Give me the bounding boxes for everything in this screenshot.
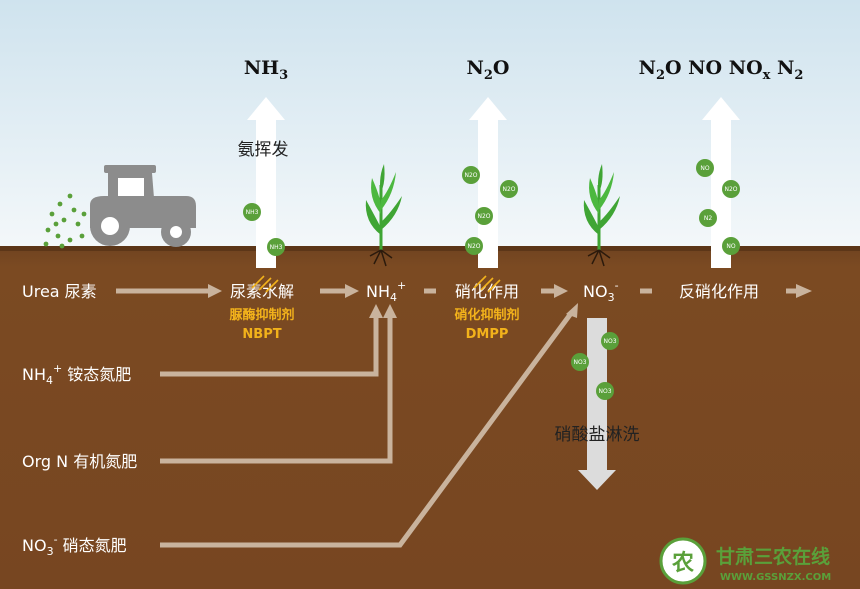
volatilization-label: 氨挥发 [238,140,289,160]
nitrification-inhibitor-cn: 硝化抑制剂 [454,307,519,323]
denit-gas-title: N2O NO NOx N2 [639,57,804,83]
svg-text:NO3: NO3 [603,338,616,345]
inhibitor-slash-marks [251,275,501,293]
svg-text:N2O: N2O [464,172,477,179]
svg-text:N2O: N2O [477,213,490,220]
organic-fertilizer-line [160,316,393,464]
bubble-n2o-1: N2O [462,166,480,184]
urea-label: Urea 尿素 [22,282,97,301]
bubble-no: NO [696,159,714,177]
nh3-up-arrow [247,97,285,268]
hydrolysis-label: 尿素水解 [230,282,294,301]
bubble-n2o-2: N2O [500,180,518,198]
urease-inhibitor-cn: 脲酶抑制剂 [229,307,294,323]
bubble-nox: NO [722,237,740,255]
plant-icon-1 [365,164,402,267]
soil-surface-line [0,246,860,251]
n2o-up-arrow [469,97,507,268]
watermark-name: 甘肃三农在线 [716,545,830,568]
svg-text:NO: NO [700,165,709,172]
leaching-label: 硝酸盐淋洗 [555,425,640,445]
svg-text:NO3: NO3 [573,359,586,366]
bubble-n2o-5: N2O [722,180,740,198]
urease-inhibitor-en: NBPT [242,327,281,342]
organic-fertilizer-label: Org N 有机氮肥 [22,452,137,471]
nitrification-inhibitor-en: DMPP [466,327,509,342]
ammonium-fertilizer-line [160,316,379,377]
svg-text:N2O: N2O [724,186,737,193]
nitrate-fertilizer-label: NO3- 硝态氮肥 [22,533,127,558]
bubble-nh3-2: NH3 [267,238,285,256]
no3-label: NO3- [583,279,619,304]
bubble-no3-3: NO3 [596,382,614,400]
denitrification-label: 反硝化作用 [679,282,759,301]
ammonium-fertilizer-label: NH4+ 铵态氮肥 [22,362,131,387]
n2o-gas-title: N2O [467,57,510,83]
bubble-no3-2: NO3 [571,353,589,371]
bubble-n2o-4: N2O [465,237,483,255]
watermark-logo: 农 甘肃三农在线 WWW.GSSNZX.COM [659,537,831,585]
gas-bubbles: NH3 NH3 N2O N2O N2O N2O NO N2O N2 NO NO3… [243,159,740,400]
nitrification-label: 硝化作用 [455,282,519,301]
bubble-nh3-1: NH3 [243,203,261,221]
svg-text:农: 农 [671,550,694,576]
flow-arrows [116,288,798,548]
tractor-icon [90,165,196,247]
bubble-no3-1: NO3 [601,332,619,350]
flow-arrowheads [208,284,812,318]
svg-text:N2: N2 [704,215,712,222]
fertilizer-spray-dots [43,193,87,249]
nh3-gas-title: NH3 [244,57,288,83]
svg-text:N2O: N2O [502,186,515,193]
svg-text:NO: NO [726,243,735,250]
soil-background [0,246,860,589]
nitrate-fertilizer-line [160,310,575,548]
plant-icon-2 [583,164,620,267]
svg-text:NH3: NH3 [270,244,283,251]
svg-text:N2O: N2O [467,243,480,250]
watermark-url: WWW.GSSNZX.COM [720,572,831,583]
bubble-n2o-3: N2O [475,207,493,225]
svg-text:NO3: NO3 [598,388,611,395]
nh4-label: NH4+ [366,279,406,304]
svg-text:NH3: NH3 [246,209,259,216]
bubble-n2: N2 [699,209,717,227]
